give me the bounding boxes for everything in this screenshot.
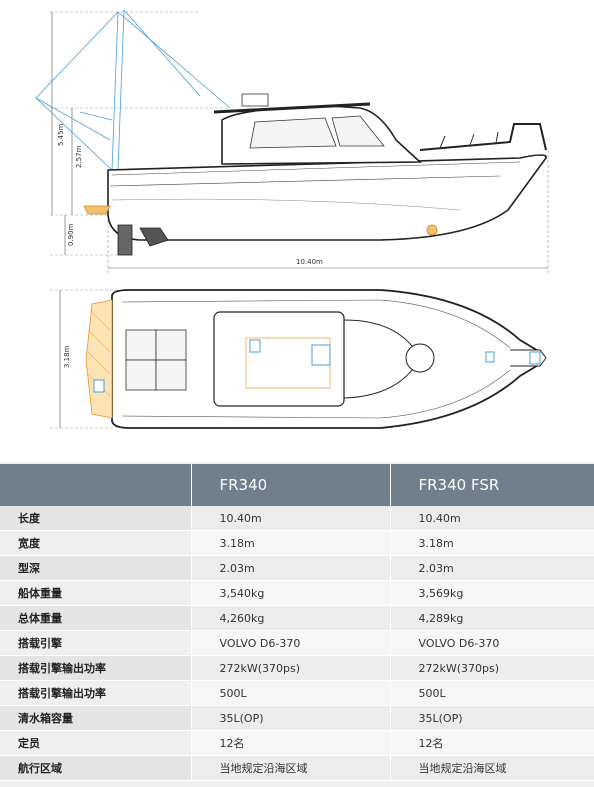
header-fr340: FR340 (191, 464, 391, 506)
fr340-value: 2.03m (191, 555, 391, 581)
row-label: 总体重量 (0, 605, 192, 631)
fsr-value: 35L(OP) (390, 705, 594, 731)
fsr-value: 3,569kg (390, 580, 594, 606)
header-blank (0, 464, 192, 506)
fsr-value: 500L (390, 680, 594, 706)
row-label: 搭载引擎输出功率 (0, 680, 192, 706)
row-label: 清水箱容量 (0, 705, 192, 731)
boat-illustration (35, 9, 549, 429)
cabin-height-label: 2.57m (75, 145, 83, 168)
length-label: 10.40m (296, 258, 323, 266)
table-row: 长度 10.40m 10.40m (0, 506, 594, 531)
table-row: 型深 2.03m 2.03m (0, 555, 594, 581)
mast-height-label: 5.45m (57, 123, 65, 146)
row-label: 长度 (0, 506, 192, 531)
fsr-value: 4,289kg (390, 605, 594, 631)
table-row: 定员 12名 12名 (0, 730, 594, 756)
row-label: 船体重量 (0, 580, 192, 606)
row-label: 宽度 (0, 530, 192, 556)
header-fr340-fsr: FR340 FSR (390, 464, 594, 506)
row-label: 航行区域 (0, 755, 192, 781)
fr340-value: VOLVO D6-370 (191, 630, 391, 656)
fsr-value: 2.03m (390, 555, 594, 581)
fr340-value: 3.18m (191, 530, 391, 556)
table-row: 搭载引擎输出功率 500L 500L (0, 680, 594, 706)
spec-table: FR340 FR340 FSR 长度 10.40m 10.40m 宽度 3.18… (0, 464, 594, 781)
row-label: 定员 (0, 730, 192, 756)
fr340-value: 500L (191, 680, 391, 706)
fr340-value: 272kW(370ps) (191, 655, 391, 681)
fr340-value: 12名 (191, 730, 391, 756)
table-row: 宽度 3.18m 3.18m (0, 530, 594, 556)
table-row: 总体重量 4,260kg 4,289kg (0, 605, 594, 631)
beam-label: 3.18m (63, 345, 71, 368)
row-label: 搭载引擎 (0, 630, 192, 656)
fr340-value: 3,540kg (191, 580, 391, 606)
fr340-value: 当地规定沿海区域 (191, 755, 391, 781)
fsr-value: 当地规定沿海区域 (390, 755, 594, 781)
draft-label: 0.90m (67, 223, 75, 246)
fr340-value: 35L(OP) (191, 705, 391, 731)
table-row: 航行区域 当地规定沿海区域 当地规定沿海区域 (0, 755, 594, 781)
table-row: 搭载引擎输出功率 272kW(370ps) 272kW(370ps) (0, 655, 594, 681)
table-row: 清水箱容量 35L(OP) 35L(OP) (0, 705, 594, 731)
fsr-value: 10.40m (390, 506, 594, 531)
spec-table-header: FR340 FR340 FSR (0, 464, 594, 506)
table-row: 搭载引擎 VOLVO D6-370 VOLVO D6-370 (0, 630, 594, 656)
fr340-value: 4,260kg (191, 605, 391, 631)
table-row: 船体重量 3,540kg 3,569kg (0, 580, 594, 606)
fsr-value: 12名 (390, 730, 594, 756)
fr340-value: 10.40m (191, 506, 391, 531)
row-label: 搭载引擎输出功率 (0, 655, 192, 681)
fsr-value: 272kW(370ps) (390, 655, 594, 681)
fsr-value: 3.18m (390, 530, 594, 556)
boat-drawing: 5.45m 2.57m 0.90m 10.40m 3.18m (0, 0, 594, 462)
fsr-value: VOLVO D6-370 (390, 630, 594, 656)
row-label: 型深 (0, 555, 192, 581)
